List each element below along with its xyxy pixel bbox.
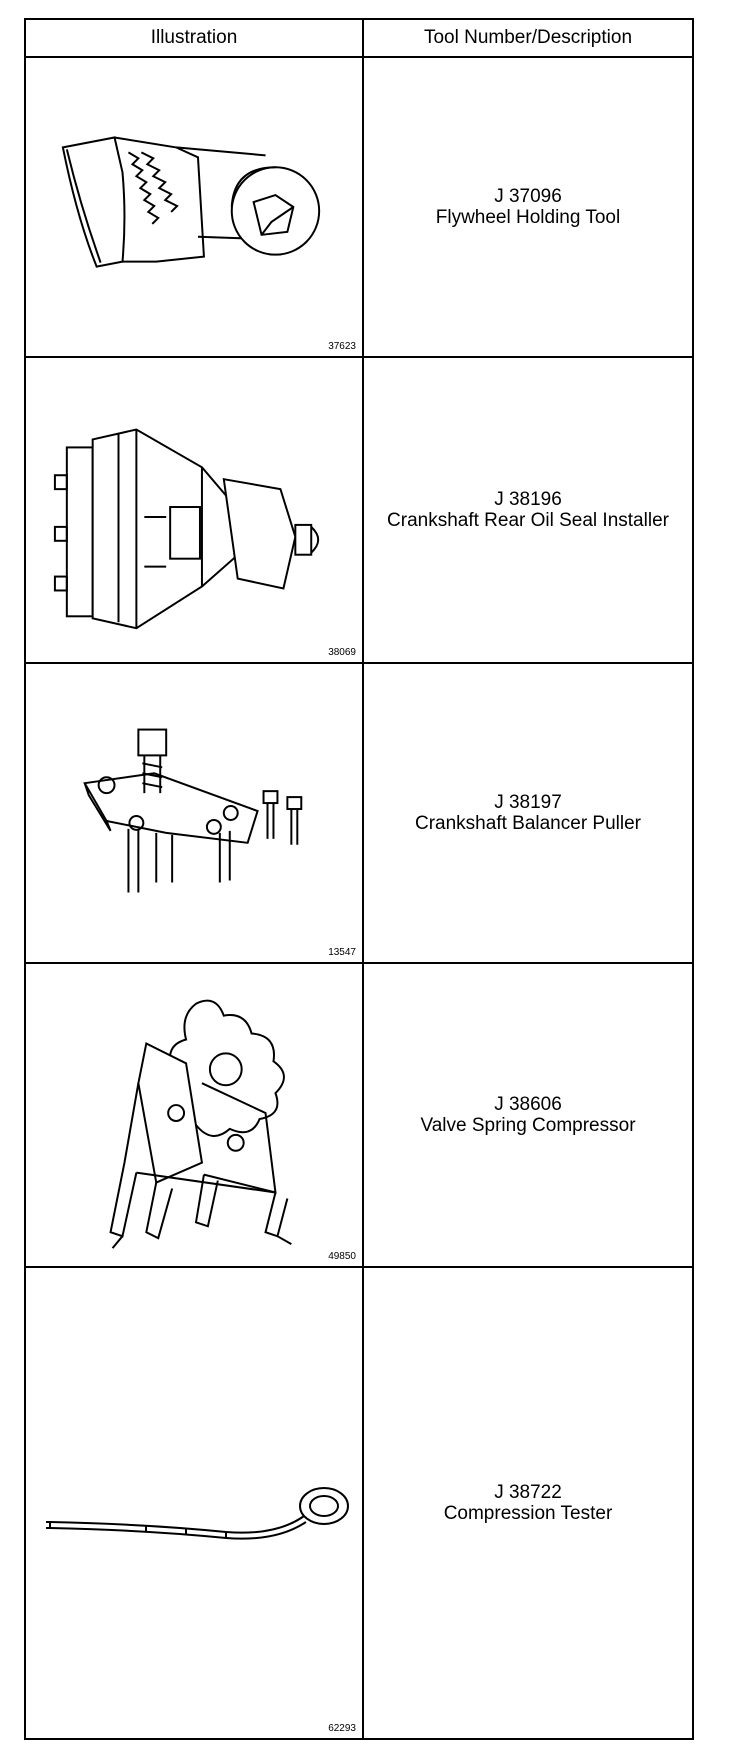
tool-description-cell: J 38196 Crankshaft Rear Oil Seal Install… <box>364 358 692 662</box>
figure-number: 38069 <box>328 647 356 658</box>
table-row: 62293 J 38722 Compression Tester <box>26 1268 692 1738</box>
tool-description-cell: J 38606 Valve Spring Compressor <box>364 964 692 1266</box>
tool-description: Compression Tester <box>443 1503 613 1524</box>
figure-number: 49850 <box>328 1251 356 1262</box>
tools-table: Illustration Tool Number/Description 376… <box>24 18 694 1740</box>
oil-seal-installer-icon: 38069 <box>26 358 362 662</box>
tool-number: J 38196 <box>494 489 562 510</box>
table-row: 13547 J 38197 Crankshaft Balancer Puller <box>26 664 692 964</box>
compression-tester-icon: 62293 <box>26 1268 362 1738</box>
tool-number: J 38197 <box>494 792 562 813</box>
header-illustration: Illustration <box>150 27 238 48</box>
tool-number: J 37096 <box>494 186 562 207</box>
tool-description: Valve Spring Compressor <box>420 1115 636 1136</box>
tool-description-cell: J 38722 Compression Tester <box>364 1268 692 1738</box>
balancer-puller-icon: 13547 <box>26 664 362 962</box>
figure-number: 37623 <box>328 341 356 352</box>
tool-description: Crankshaft Rear Oil Seal Installer <box>387 510 669 531</box>
table-row: 37623 J 37096 Flywheel Holding Tool <box>26 58 692 358</box>
tool-number: J 38722 <box>494 1482 562 1503</box>
tool-description-cell: J 37096 Flywheel Holding Tool <box>364 58 692 356</box>
tool-description-cell: J 38197 Crankshaft Balancer Puller <box>364 664 692 962</box>
flywheel-holding-tool-icon: 37623 <box>26 58 362 356</box>
figure-number: 13547 <box>328 947 356 958</box>
tool-description: Crankshaft Balancer Puller <box>415 813 641 834</box>
valve-spring-compressor-icon: 49850 <box>26 964 362 1266</box>
figure-number: 62293 <box>328 1723 356 1734</box>
tool-description: Flywheel Holding Tool <box>435 207 621 228</box>
table-row: 49850 J 38606 Valve Spring Compressor <box>26 964 692 1268</box>
table-row: 38069 J 38196 Crankshaft Rear Oil Seal I… <box>26 358 692 664</box>
header-tool-description: Tool Number/Description <box>423 27 633 48</box>
tool-number: J 38606 <box>494 1094 562 1115</box>
table-header: Illustration Tool Number/Description <box>26 20 692 58</box>
column-divider <box>362 20 364 1738</box>
